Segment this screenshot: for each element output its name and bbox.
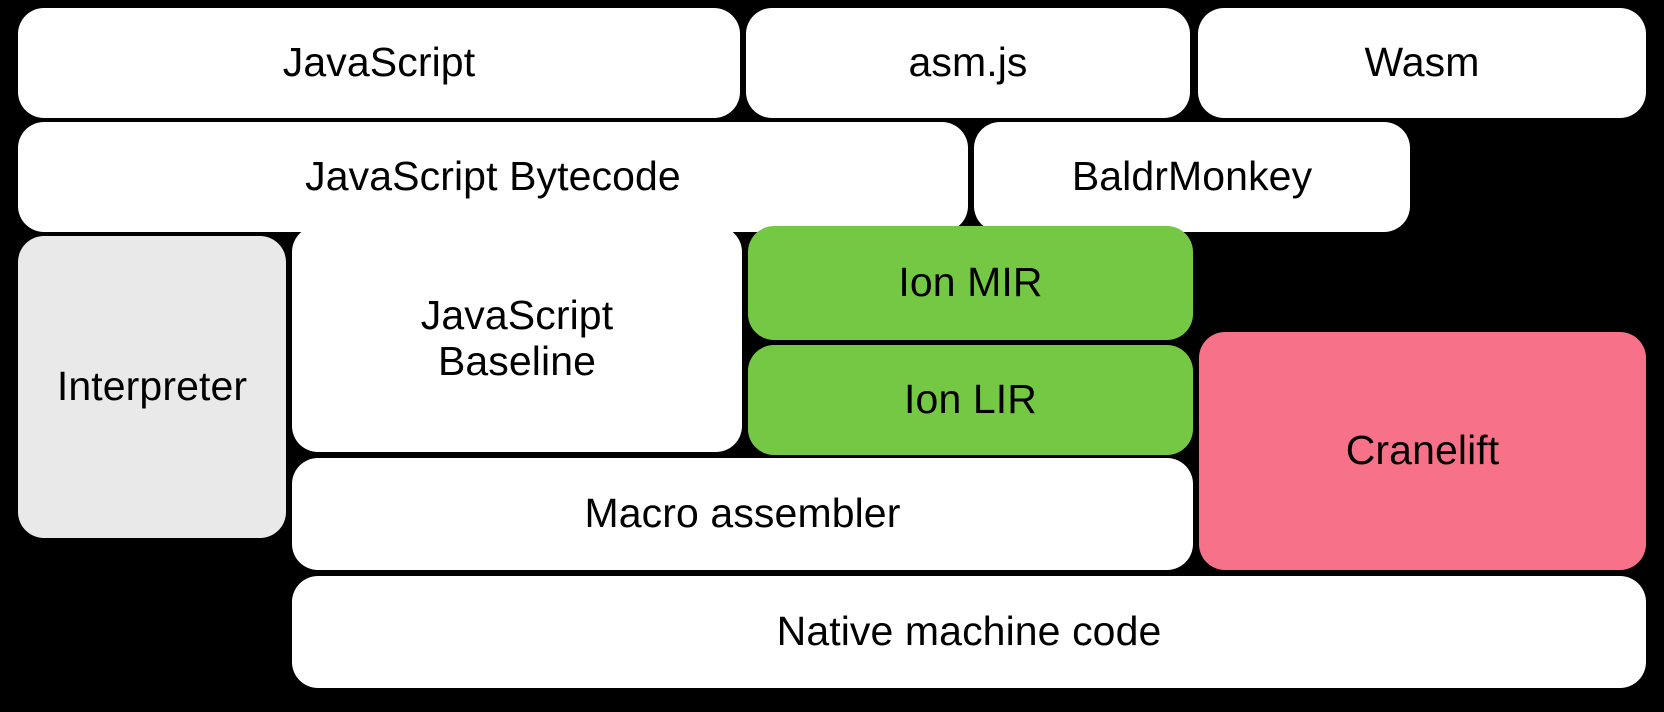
node-javascript-bytecode[interactable]: JavaScript Bytecode (18, 122, 968, 232)
node-javascript-baseline[interactable]: JavaScript Baseline (292, 226, 742, 452)
node-macro-assembler[interactable]: Macro assembler (292, 458, 1193, 570)
node-ion-lir[interactable]: Ion LIR (748, 345, 1193, 455)
node-native-machine-code[interactable]: Native machine code (292, 576, 1646, 688)
node-ion-mir[interactable]: Ion MIR (748, 226, 1193, 340)
node-interpreter[interactable]: Interpreter (18, 236, 286, 538)
node-javascript[interactable]: JavaScript (18, 8, 740, 118)
node-asm-js[interactable]: asm.js (746, 8, 1190, 118)
node-cranelift[interactable]: Cranelift (1199, 332, 1646, 570)
node-baldrmonkey[interactable]: BaldrMonkey (974, 122, 1410, 232)
node-wasm[interactable]: Wasm (1198, 8, 1646, 118)
